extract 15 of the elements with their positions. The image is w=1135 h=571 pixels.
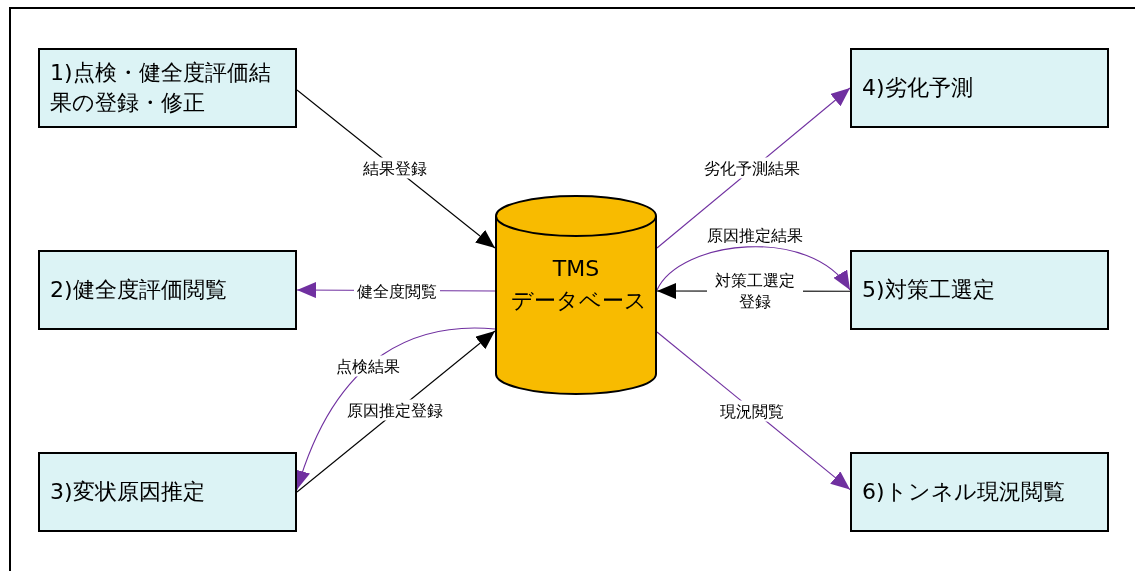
process-box: 2)健全度評価閲覧 [38,250,297,330]
process-box: 6)トンネル現況閲覧 [850,452,1109,532]
edge-label: 原因推定登録 [344,399,446,421]
edge-label: 結果登録 [360,157,430,179]
process-box: 1)点検・健全度評価結果の登録・修正 [38,48,297,128]
database-cylinder: TMS データベース [495,195,657,395]
edge-label: 劣化予測結果 [701,157,803,179]
process-box: 4)劣化予測 [850,48,1109,128]
process-box: 5)対策工選定 [850,250,1109,330]
edge-label: 現況閲覧 [717,400,787,422]
edge-label: 原因推定結果 [704,224,806,246]
edge-label: 健全度閲覧 [354,280,440,302]
process-box: 3)変状原因推定 [38,452,297,532]
arrow [656,246,851,291]
edge-label: 対策工選定登録 [707,270,803,312]
